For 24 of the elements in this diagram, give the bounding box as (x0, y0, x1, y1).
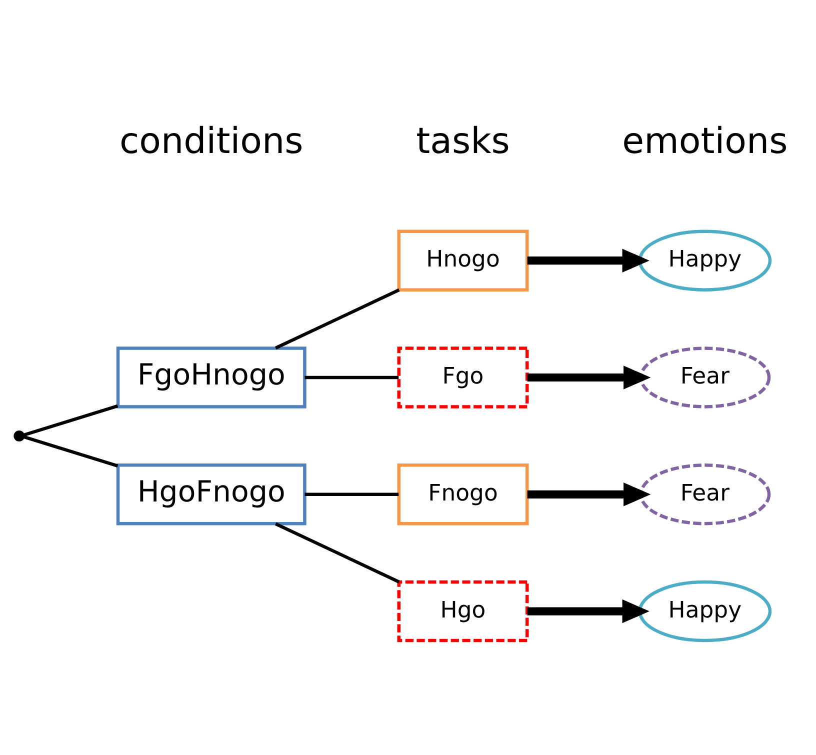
arrow (527, 248, 650, 272)
label: emotions (622, 120, 788, 162)
connector (24, 435, 118, 468)
connector (304, 492, 399, 496)
node-box: Hnogo (397, 230, 529, 292)
node-box: Fgo (397, 346, 529, 408)
arrow (527, 366, 651, 390)
label: conditions (120, 120, 304, 162)
connector (274, 288, 400, 350)
arrow (527, 599, 650, 624)
node-box: FgoHnogo (116, 346, 306, 408)
node-ellipse: Happy (638, 580, 772, 642)
connector (274, 522, 400, 584)
arrow (527, 482, 651, 506)
node-ellipse: Fear (639, 346, 771, 408)
node-point (14, 430, 25, 442)
node-box: Hgo (397, 580, 529, 642)
node-box: Fnogo (397, 464, 529, 526)
label: tasks (416, 120, 510, 162)
node-ellipse: Fear (639, 464, 771, 526)
node-box: HgoFnogo (116, 464, 306, 526)
node-ellipse: Happy (638, 230, 772, 292)
connector (304, 376, 399, 380)
connector (24, 404, 118, 436)
